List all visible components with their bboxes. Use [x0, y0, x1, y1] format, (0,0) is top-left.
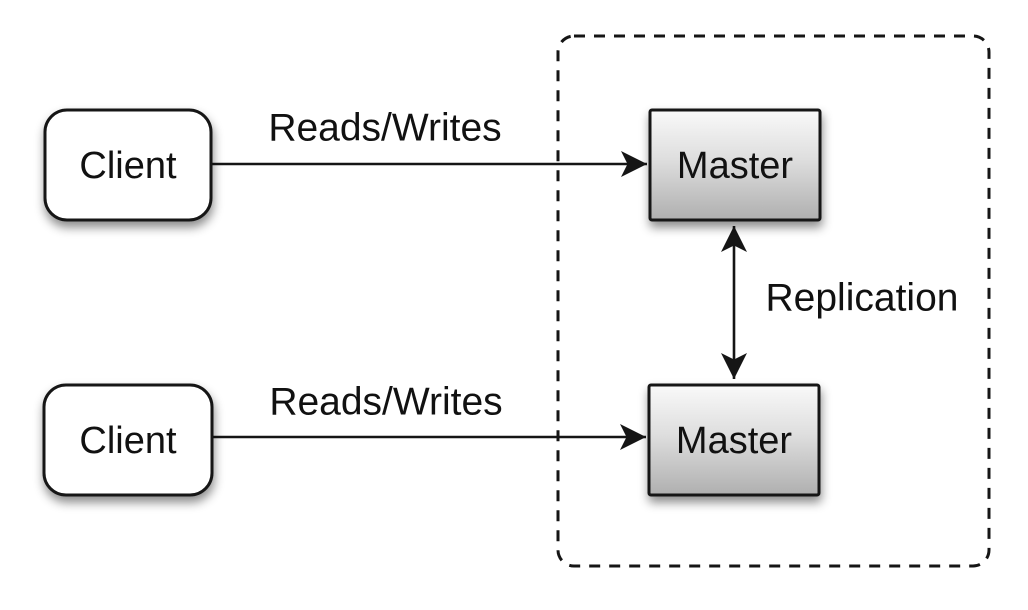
master-top-box	[648, 108, 822, 222]
edge-label-replication: Replication	[766, 277, 959, 320]
client-top-box	[43, 108, 213, 222]
client-bottom-box	[42, 383, 214, 497]
edge-label-reads-writes-bottom: Reads/Writes	[269, 381, 502, 424]
edge-reads-writes-bottom: Reads/Writes	[211, 381, 646, 450]
node-master-top: Master	[648, 108, 822, 222]
master-top-label: Master	[677, 145, 793, 187]
node-client-bottom: Client	[42, 383, 214, 497]
master-bottom-label: Master	[676, 420, 792, 462]
node-client-top: Client	[43, 108, 213, 222]
master-bottom-box	[647, 383, 821, 497]
client-bottom-label: Client	[79, 420, 177, 462]
edge-replication: Replication	[721, 226, 959, 379]
replication-cluster-boundary	[556, 34, 991, 568]
edge-reads-writes-top: Reads/Writes	[211, 107, 647, 177]
edge-label-reads-writes-top: Reads/Writes	[268, 107, 501, 150]
node-master-bottom: Master	[647, 383, 821, 497]
client-top-label: Client	[79, 145, 177, 187]
